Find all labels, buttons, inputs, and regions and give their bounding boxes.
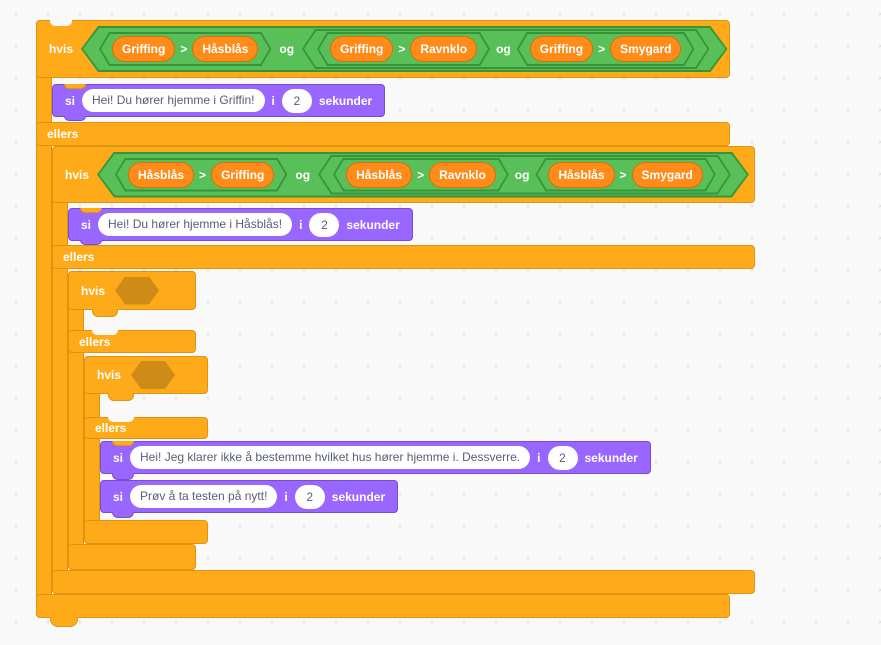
- if-else-block-4-header[interactable]: hvis: [84, 356, 208, 394]
- say-label: si: [113, 450, 124, 465]
- substack-notch: [92, 330, 118, 335]
- substack-bump: [108, 393, 134, 401]
- block-bottom-bump: [112, 473, 134, 480]
- greater-than-label: >: [598, 42, 606, 56]
- if-else-block-4-else-bar[interactable]: ellers: [84, 417, 208, 439]
- block-top-notch: [64, 84, 86, 89]
- if-else-block-2-else-bar[interactable]: ellers: [52, 245, 755, 269]
- and-block[interactable]: Griffing > Håsblås og Griffing > Ravnklo…: [81, 26, 727, 72]
- message-input[interactable]: Hei! Jeg klarer ikke å bestemme hvilket …: [130, 446, 531, 469]
- if-else-block-4-cap[interactable]: [84, 520, 208, 544]
- if-else-block-1-cap[interactable]: [36, 594, 730, 618]
- variable-reporter[interactable]: Håsblås: [128, 162, 194, 188]
- say-label: si: [65, 93, 76, 108]
- empty-condition-slot[interactable]: [115, 277, 159, 305]
- if-label: hvis: [97, 368, 122, 382]
- say-for-seconds-block[interactable]: si Hei! Du hører hjemme i Håsblås! i 2 s…: [68, 208, 413, 241]
- in-label: i: [284, 489, 288, 504]
- else-label: ellers: [47, 127, 79, 141]
- duration-input[interactable]: 2: [281, 88, 312, 113]
- block-top-notch: [112, 441, 134, 446]
- variable-reporter[interactable]: Håsblås: [192, 36, 258, 62]
- greater-than-block[interactable]: Håsblås > Ravnklo: [333, 158, 509, 192]
- message-input[interactable]: Hei! Du hører hjemme i Håsblås!: [98, 213, 293, 236]
- variable-reporter[interactable]: Griffing: [112, 36, 175, 62]
- top-notch: [50, 20, 72, 26]
- seconds-label: sekunder: [584, 450, 638, 465]
- say-label: si: [81, 217, 92, 232]
- if-else-block-2-header[interactable]: hvis Håsblås > Griffing og Håsblås > Rav…: [52, 146, 755, 203]
- if-else-block-3-header[interactable]: hvis: [68, 271, 196, 310]
- if-else-block-3-cap[interactable]: [68, 544, 196, 570]
- in-label: i: [271, 93, 275, 108]
- variable-reporter[interactable]: Griffing: [330, 36, 393, 62]
- seconds-label: sekunder: [331, 489, 386, 504]
- message-input[interactable]: Prøv å ta testen på nytt!: [130, 485, 278, 508]
- if-else-block-1-header[interactable]: hvis Griffing > Håsblås og Griffing > Ra…: [36, 20, 730, 78]
- seconds-label: sekunder: [318, 93, 373, 108]
- variable-reporter[interactable]: Griffing: [211, 162, 274, 188]
- variable-reporter[interactable]: Griffing: [530, 36, 593, 62]
- and-block[interactable]: Griffing > Ravnklo og Griffing > Smygard: [302, 29, 709, 69]
- duration-input[interactable]: 2: [294, 484, 325, 509]
- greater-than-block[interactable]: Griffing > Ravnklo: [317, 32, 490, 66]
- else-label: ellers: [95, 421, 127, 435]
- variable-reporter[interactable]: Ravnklo: [410, 36, 477, 62]
- message-input[interactable]: Hei! Du hører hjemme i Griffin!: [82, 89, 265, 112]
- variable-reporter[interactable]: Smygard: [610, 36, 681, 62]
- if-else-block-3-spine: [68, 271, 84, 570]
- empty-condition-slot[interactable]: [131, 361, 175, 389]
- in-label: i: [299, 217, 303, 232]
- block-top-notch: [80, 208, 102, 213]
- say-for-seconds-block[interactable]: si Hei! Jeg klarer ikke å bestemme hvilk…: [100, 441, 651, 474]
- say-label: si: [113, 489, 124, 504]
- variable-reporter[interactable]: Håsblås: [548, 162, 614, 188]
- if-else-block-3-else-bar[interactable]: ellers: [68, 330, 196, 353]
- stack-bottom-bump: [50, 617, 78, 627]
- if-label: hvis: [65, 167, 90, 182]
- say-for-seconds-block[interactable]: si Prøv å ta testen på nytt! i 2 sekunde…: [100, 480, 399, 513]
- greater-than-label: >: [199, 167, 207, 182]
- in-label: i: [537, 450, 541, 465]
- block-bottom-bump: [112, 512, 134, 518]
- if-label: hvis: [49, 42, 74, 56]
- else-label: ellers: [63, 250, 95, 264]
- seconds-label: sekunder: [346, 217, 400, 232]
- block-bottom-bump: [80, 240, 102, 245]
- if-else-block-1-spine: [36, 20, 52, 618]
- and-block[interactable]: Håsblås > Ravnklo og Håsblås > Smygard: [318, 155, 731, 195]
- say-for-seconds-block[interactable]: si Hei! Du hører hjemme i Griffin! i 2 s…: [52, 84, 386, 117]
- greater-than-label: >: [180, 42, 188, 56]
- greater-than-label: >: [619, 167, 627, 182]
- duration-input[interactable]: 2: [309, 212, 340, 237]
- if-else-block-1-else-bar[interactable]: ellers: [36, 122, 730, 146]
- if-else-block-2-spine: [52, 146, 68, 594]
- and-label: og: [514, 167, 530, 182]
- else-label: ellers: [79, 334, 111, 349]
- greater-than-label: >: [398, 42, 406, 56]
- and-label: og: [496, 42, 511, 56]
- variable-reporter[interactable]: Ravnklo: [429, 162, 496, 188]
- variable-reporter[interactable]: Smygard: [632, 162, 703, 188]
- block-bottom-bump: [64, 116, 86, 121]
- and-label: og: [279, 42, 295, 56]
- duration-input[interactable]: 2: [547, 445, 578, 470]
- if-else-block-2-cap[interactable]: [52, 570, 755, 594]
- greater-than-block[interactable]: Griffing > Smygard: [517, 32, 695, 66]
- variable-reporter[interactable]: Håsblås: [346, 162, 412, 188]
- substack-bump: [92, 309, 118, 317]
- and-label: og: [295, 167, 311, 182]
- and-block[interactable]: Håsblås > Griffing og Håsblås > Ravnklo …: [97, 152, 749, 198]
- greater-than-block[interactable]: Griffing > Håsblås: [99, 32, 271, 66]
- substack-notch: [108, 417, 134, 422]
- greater-than-block[interactable]: Håsblås > Smygard: [535, 158, 715, 192]
- if-label: hvis: [81, 283, 106, 298]
- greater-than-label: >: [417, 167, 425, 182]
- greater-than-block[interactable]: Håsblås > Griffing: [115, 158, 287, 192]
